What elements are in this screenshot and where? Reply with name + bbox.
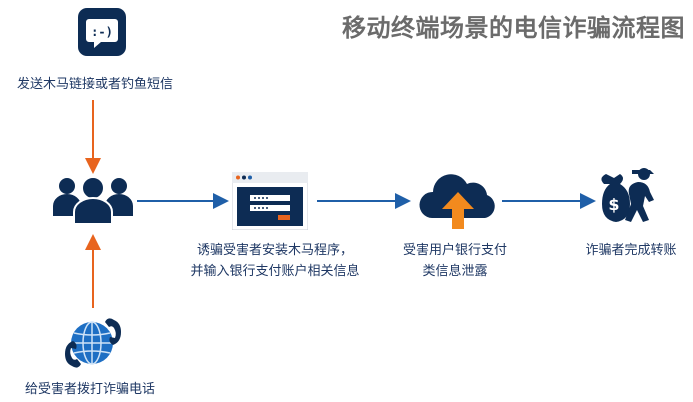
sms-label: 发送木马链接或者钓鱼短信	[16, 77, 173, 92]
user-group-icon	[50, 174, 136, 225]
leak-label-line2: 类信息泄露	[422, 264, 488, 279]
login-window-icon	[231, 171, 309, 231]
globe-phone-icon	[64, 314, 124, 370]
trojan-label: 诱骗受害者安装木马程序， 并输入银行支付账户相关信息	[190, 240, 360, 282]
chat-bubble-icon: :-)	[78, 8, 126, 56]
cloud-upload-icon	[418, 168, 496, 232]
thief-label: 诈骗者完成转账	[585, 243, 677, 258]
leak-label-line1: 受害用户银行支付	[402, 243, 507, 258]
thief-money-bag-icon: $	[594, 166, 662, 224]
svg-text:$: $	[608, 195, 619, 214]
trojan-label-line1: 诱骗受害者安装木马程序，	[196, 243, 353, 258]
svg-text::-): :-)	[91, 25, 113, 39]
page-title: 移动终端场景的电信诈骗流程图	[342, 14, 685, 42]
leak-label: 受害用户银行支付 类信息泄露	[390, 240, 520, 282]
phone-label: 给受害者拨打诈骗电话	[24, 382, 155, 397]
trojan-label-line2: 并输入银行支付账户相关信息	[190, 264, 360, 279]
